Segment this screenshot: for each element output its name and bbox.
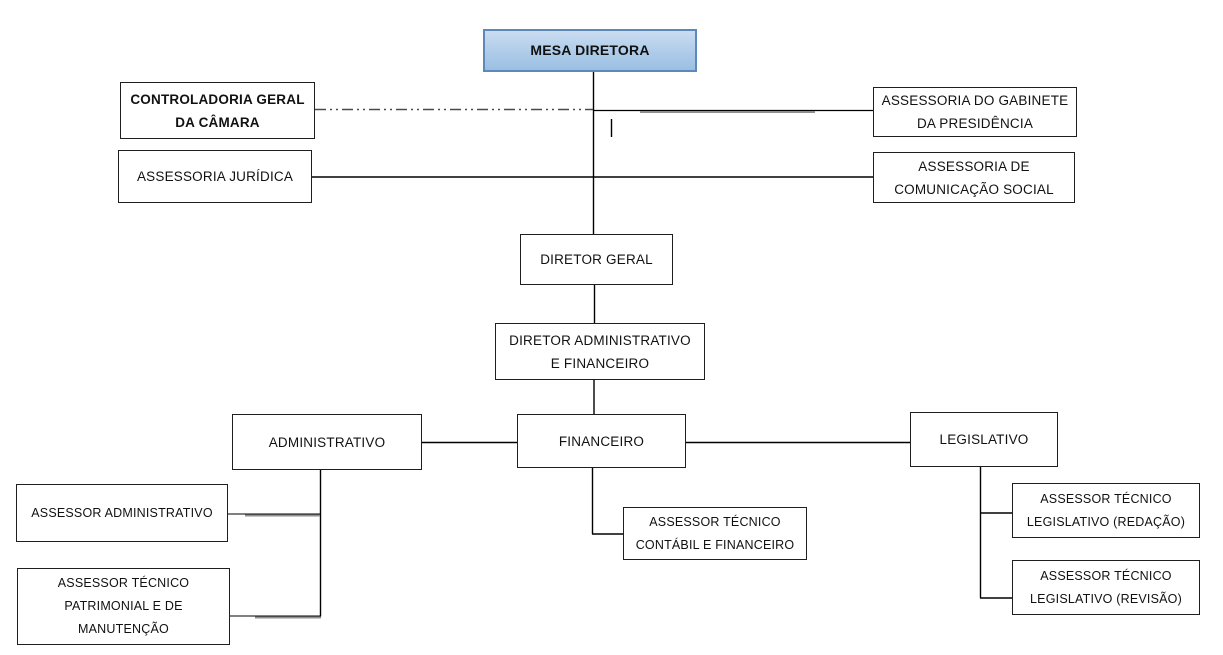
node-diretor-geral: DIRETOR GERAL xyxy=(520,234,673,285)
node-assessor-patrimonial: ASSESSOR TÉCNICO PATRIMONIAL E DE MANUTE… xyxy=(17,568,230,645)
node-assessoria-comunicacao: ASSESSORIA DE COMUNICAÇÃO SOCIAL xyxy=(873,152,1075,203)
node-assessoria-juridica: ASSESSORIA JURÍDICA xyxy=(118,150,312,203)
node-assessor-redacao: ASSESSOR TÉCNICO LEGISLATIVO (REDAÇÃO) xyxy=(1012,483,1200,538)
node-financeiro: FINANCEIRO xyxy=(517,414,686,468)
node-administrativo: ADMINISTRATIVO xyxy=(232,414,422,470)
node-mesa-diretora: MESA DIRETORA xyxy=(483,29,697,72)
node-assessor-contabil: ASSESSOR TÉCNICO CONTÁBIL E FINANCEIRO xyxy=(623,507,807,560)
node-assessoria-gabinete: ASSESSORIA DO GABINETE DA PRESIDÊNCIA xyxy=(873,87,1077,137)
node-diretor-adm-fin: DIRETOR ADMINISTRATIVO E FINANCEIRO xyxy=(495,323,705,380)
node-assessor-administrativo: ASSESSOR ADMINISTRATIVO xyxy=(16,484,228,542)
node-controladoria-geral: CONTROLADORIA GERAL DA CÂMARA xyxy=(120,82,315,139)
node-assessor-revisao: ASSESSOR TÉCNICO LEGISLATIVO (REVISÃO) xyxy=(1012,560,1200,615)
node-legislativo: LEGISLATIVO xyxy=(910,412,1058,467)
